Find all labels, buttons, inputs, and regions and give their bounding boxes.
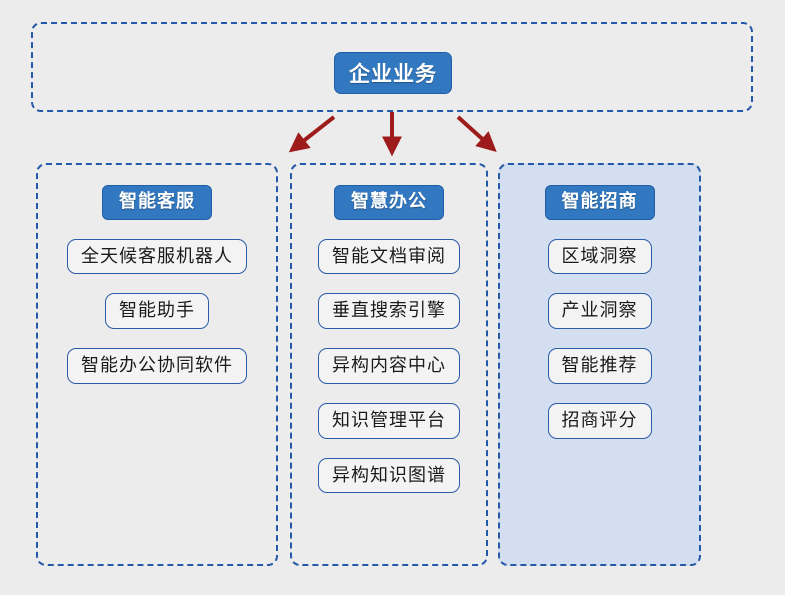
item-intelligent-recommendation[interactable]: 智能推荐 — [547, 348, 652, 384]
column-intelligent-investment: 智能招商 区域洞察 产业洞察 智能推荐 招商评分 — [498, 163, 701, 566]
column-intelligent-service: 智能客服 全天候客服机器人 智能助手 智能办公协同软件 — [36, 163, 278, 566]
item-all-day-service-robot[interactable]: 全天候客服机器人 — [67, 238, 247, 275]
item-smart-office-collaboration-software[interactable]: 智能办公协同软件 — [67, 348, 247, 384]
arrow-to-intelligent-investment-icon — [456, 115, 497, 152]
item-industry-insight[interactable]: 产业洞察 — [547, 293, 652, 330]
item-knowledge-management-platform[interactable]: 知识管理平台 — [318, 402, 460, 439]
item-vertical-search-engine[interactable]: 垂直搜索引擎 — [318, 293, 460, 330]
arrow-to-intelligent-service-icon — [288, 115, 336, 153]
item-intelligent-document-review[interactable]: 智能文档审阅 — [318, 238, 460, 275]
item-investment-scoring[interactable]: 招商评分 — [547, 402, 652, 439]
item-heterogeneous-knowledge-graph[interactable]: 异构知识图谱 — [318, 457, 460, 494]
column-header-intelligent-service[interactable]: 智能客服 — [102, 185, 212, 220]
column-header-smart-office[interactable]: 智慧办公 — [334, 185, 444, 220]
item-intelligent-assistant[interactable]: 智能助手 — [105, 293, 209, 330]
root-node-enterprise-business[interactable]: 企业业务 — [334, 52, 452, 94]
item-heterogeneous-content-center[interactable]: 异构内容中心 — [318, 348, 460, 384]
column-smart-office: 智慧办公 智能文档审阅 垂直搜索引擎 异构内容中心 知识管理平台 异构知识图谱 — [290, 163, 488, 566]
item-regional-insight[interactable]: 区域洞察 — [547, 238, 652, 275]
column-header-intelligent-investment[interactable]: 智能招商 — [544, 185, 655, 220]
root-container — [31, 22, 753, 112]
